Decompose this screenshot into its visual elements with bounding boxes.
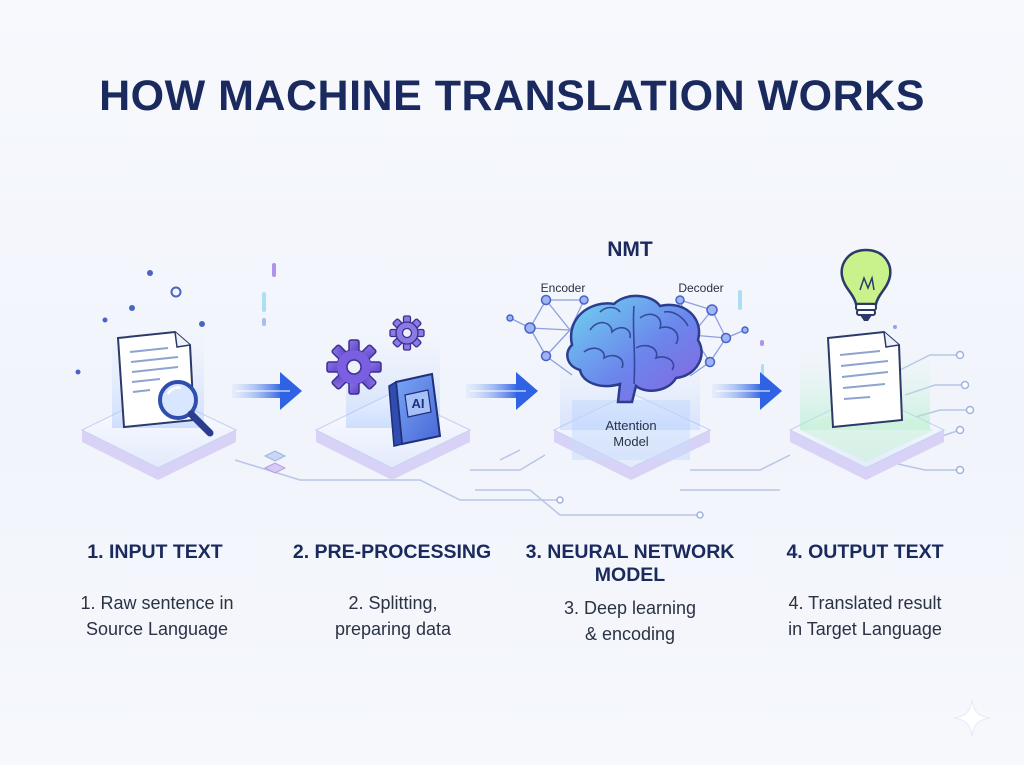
arrow-icon (712, 372, 782, 410)
arrow-icon (466, 372, 538, 410)
step-1-description: 1. Raw sentence in Source Language (37, 590, 277, 642)
step-3-desc-line-1: 3. Deep learning (563, 598, 697, 618)
diagram-title: HOW MACHINE TRANSLATION WORKS (99, 72, 925, 120)
small-cube-icon (263, 450, 287, 474)
arrow-icon (232, 372, 302, 410)
book-label: AI (412, 396, 425, 411)
gear-icon (326, 339, 382, 395)
gear-icon (389, 315, 425, 351)
step-3-desc-line-2: & encoding (584, 624, 676, 644)
step-1-title: 1. INPUT TEXT (87, 541, 223, 563)
neural-nodes (506, 294, 749, 368)
brain-icon (566, 294, 703, 404)
decoder-label: Decoder (678, 281, 723, 295)
step-2-desc-line-2: preparing data (334, 619, 452, 639)
attention-label-line-2: Model (613, 434, 649, 449)
step-3-description: 3. Deep learning & encoding (510, 595, 750, 647)
circuit-nodes (556, 350, 975, 519)
sparkle-icon (953, 699, 991, 737)
document-icon (826, 330, 904, 429)
book-icon: AI (388, 372, 442, 447)
step-4-title: 4. OUTPUT TEXT (786, 541, 944, 563)
step-1-desc-line-1: 1. Raw sentence in (80, 593, 234, 613)
step-4-desc-line-2: in Target Language (788, 619, 942, 639)
step-2-title: 2. PRE-PROCESSING (292, 541, 492, 563)
encoder-label: Encoder (541, 281, 586, 295)
particles (75, 263, 897, 378)
lightbulb-icon (840, 248, 892, 321)
step-1-desc-line-2: Source Language (85, 619, 229, 639)
step-2-desc-line-1: 2. Splitting, (348, 593, 438, 613)
nmt-label: NMT (607, 238, 653, 261)
step-3-title: 3. NEURAL NETWORK MODEL (525, 541, 735, 586)
attention-label-line-1: Attention (605, 418, 656, 433)
step-4-description: 4. Translated result in Target Language (745, 590, 985, 642)
step-2-description: 2. Splitting, preparing data (273, 590, 513, 642)
step-4-desc-line-1: 4. Translated result (788, 593, 942, 613)
magnifier-icon (158, 380, 214, 437)
